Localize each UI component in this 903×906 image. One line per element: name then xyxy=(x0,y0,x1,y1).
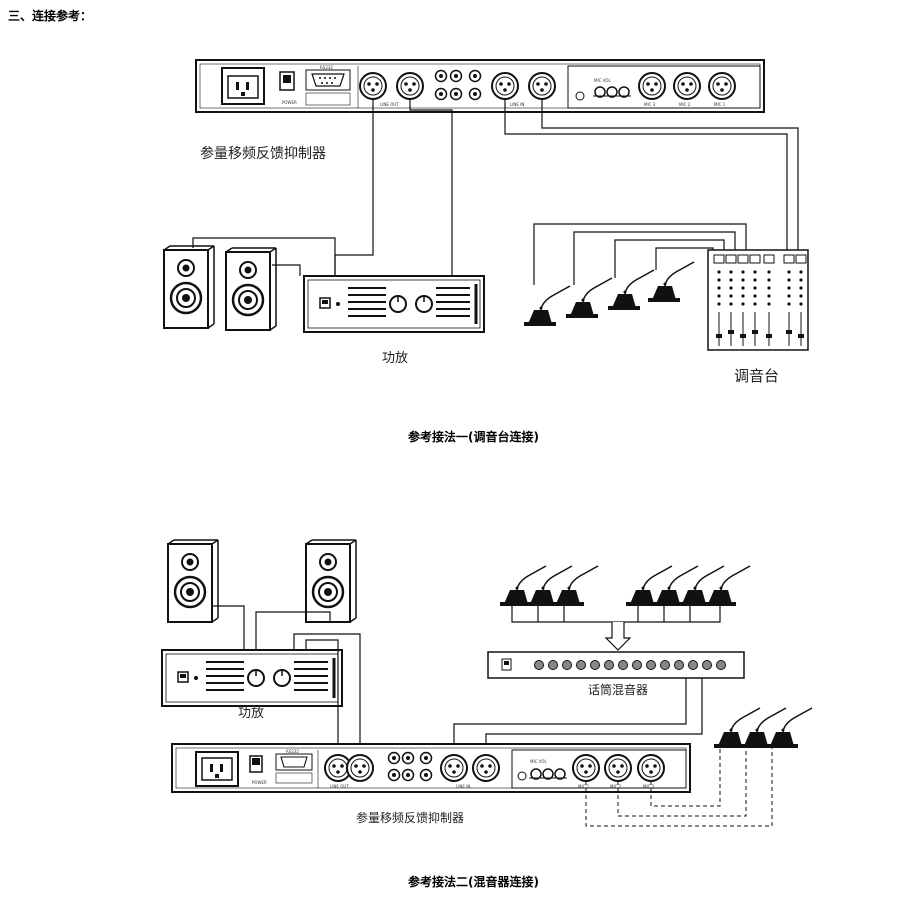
suppressor-panel-2: POWER RS232 LINE OUT LINE IN MIC VOL MIC… xyxy=(171,743,691,793)
caption-diagram-2: 参考接法二(混音器连接) xyxy=(408,874,539,889)
microphones-group-right xyxy=(713,707,813,749)
panel2-label-mic2: MIC 2 xyxy=(610,784,622,789)
panel2-label-mic3: MIC 3 xyxy=(643,784,655,789)
panel2-label-rs232: RS232 xyxy=(286,749,299,754)
panel2-label-line-in: LINE IN xyxy=(456,784,470,789)
section-title: 三、连接参考： xyxy=(8,8,92,23)
panel-label-mic2: MIC 2 xyxy=(679,102,691,107)
panel2-label-power: POWER xyxy=(252,780,267,785)
speaker-left-1 xyxy=(162,244,216,330)
panel-label-mic-vol: MIC VOL xyxy=(594,78,612,83)
cables-diagram-1 xyxy=(192,99,799,285)
microphones-group-top xyxy=(499,565,751,607)
panel-label-line-in: LINE IN xyxy=(510,102,524,107)
panel2-label-line-out: LINE OUT xyxy=(330,784,349,789)
panel-label-rs232: RS232 xyxy=(320,65,333,70)
speaker-right-1 xyxy=(224,246,278,332)
amplifier-2 xyxy=(160,648,344,708)
suppressor-label-2: 参量移频反馈抑制器 xyxy=(356,810,464,825)
amplifier-1 xyxy=(302,274,486,334)
panel-label-power: POWER xyxy=(282,100,297,105)
mic-bracket-arrow xyxy=(511,606,721,651)
mic-mixer-label: 话筒混音器 xyxy=(588,682,648,697)
mixing-console xyxy=(707,249,809,351)
panel-label-line-out: LINE OUT xyxy=(380,102,399,107)
microphones-diagram-1 xyxy=(523,261,695,327)
suppressor-label-1: 参量移频反馈抑制器 xyxy=(200,145,326,162)
panel-label-mic3: MIC 3 xyxy=(644,102,656,107)
panel2-label-mic1: MIC 1 xyxy=(578,784,590,789)
dashed-mic-cables xyxy=(585,748,773,827)
mic-mixer-device xyxy=(487,651,745,679)
caption-diagram-1: 参考接法一(调音台连接) xyxy=(408,429,539,444)
speaker-right-2 xyxy=(304,538,358,624)
speaker-left-2 xyxy=(166,538,220,624)
suppressor-panel-1: POWER RS232 LINE OUT LINE IN MIC VOL MIC… xyxy=(195,59,765,113)
amp-label-2: 功放 xyxy=(238,706,264,721)
amp-label-1: 功放 xyxy=(382,351,408,366)
panel-label-mic1: MIC 1 xyxy=(714,102,726,107)
mixer-label: 调音台 xyxy=(734,367,779,385)
panel2-label-mic-vol: MIC VOL xyxy=(530,759,548,764)
